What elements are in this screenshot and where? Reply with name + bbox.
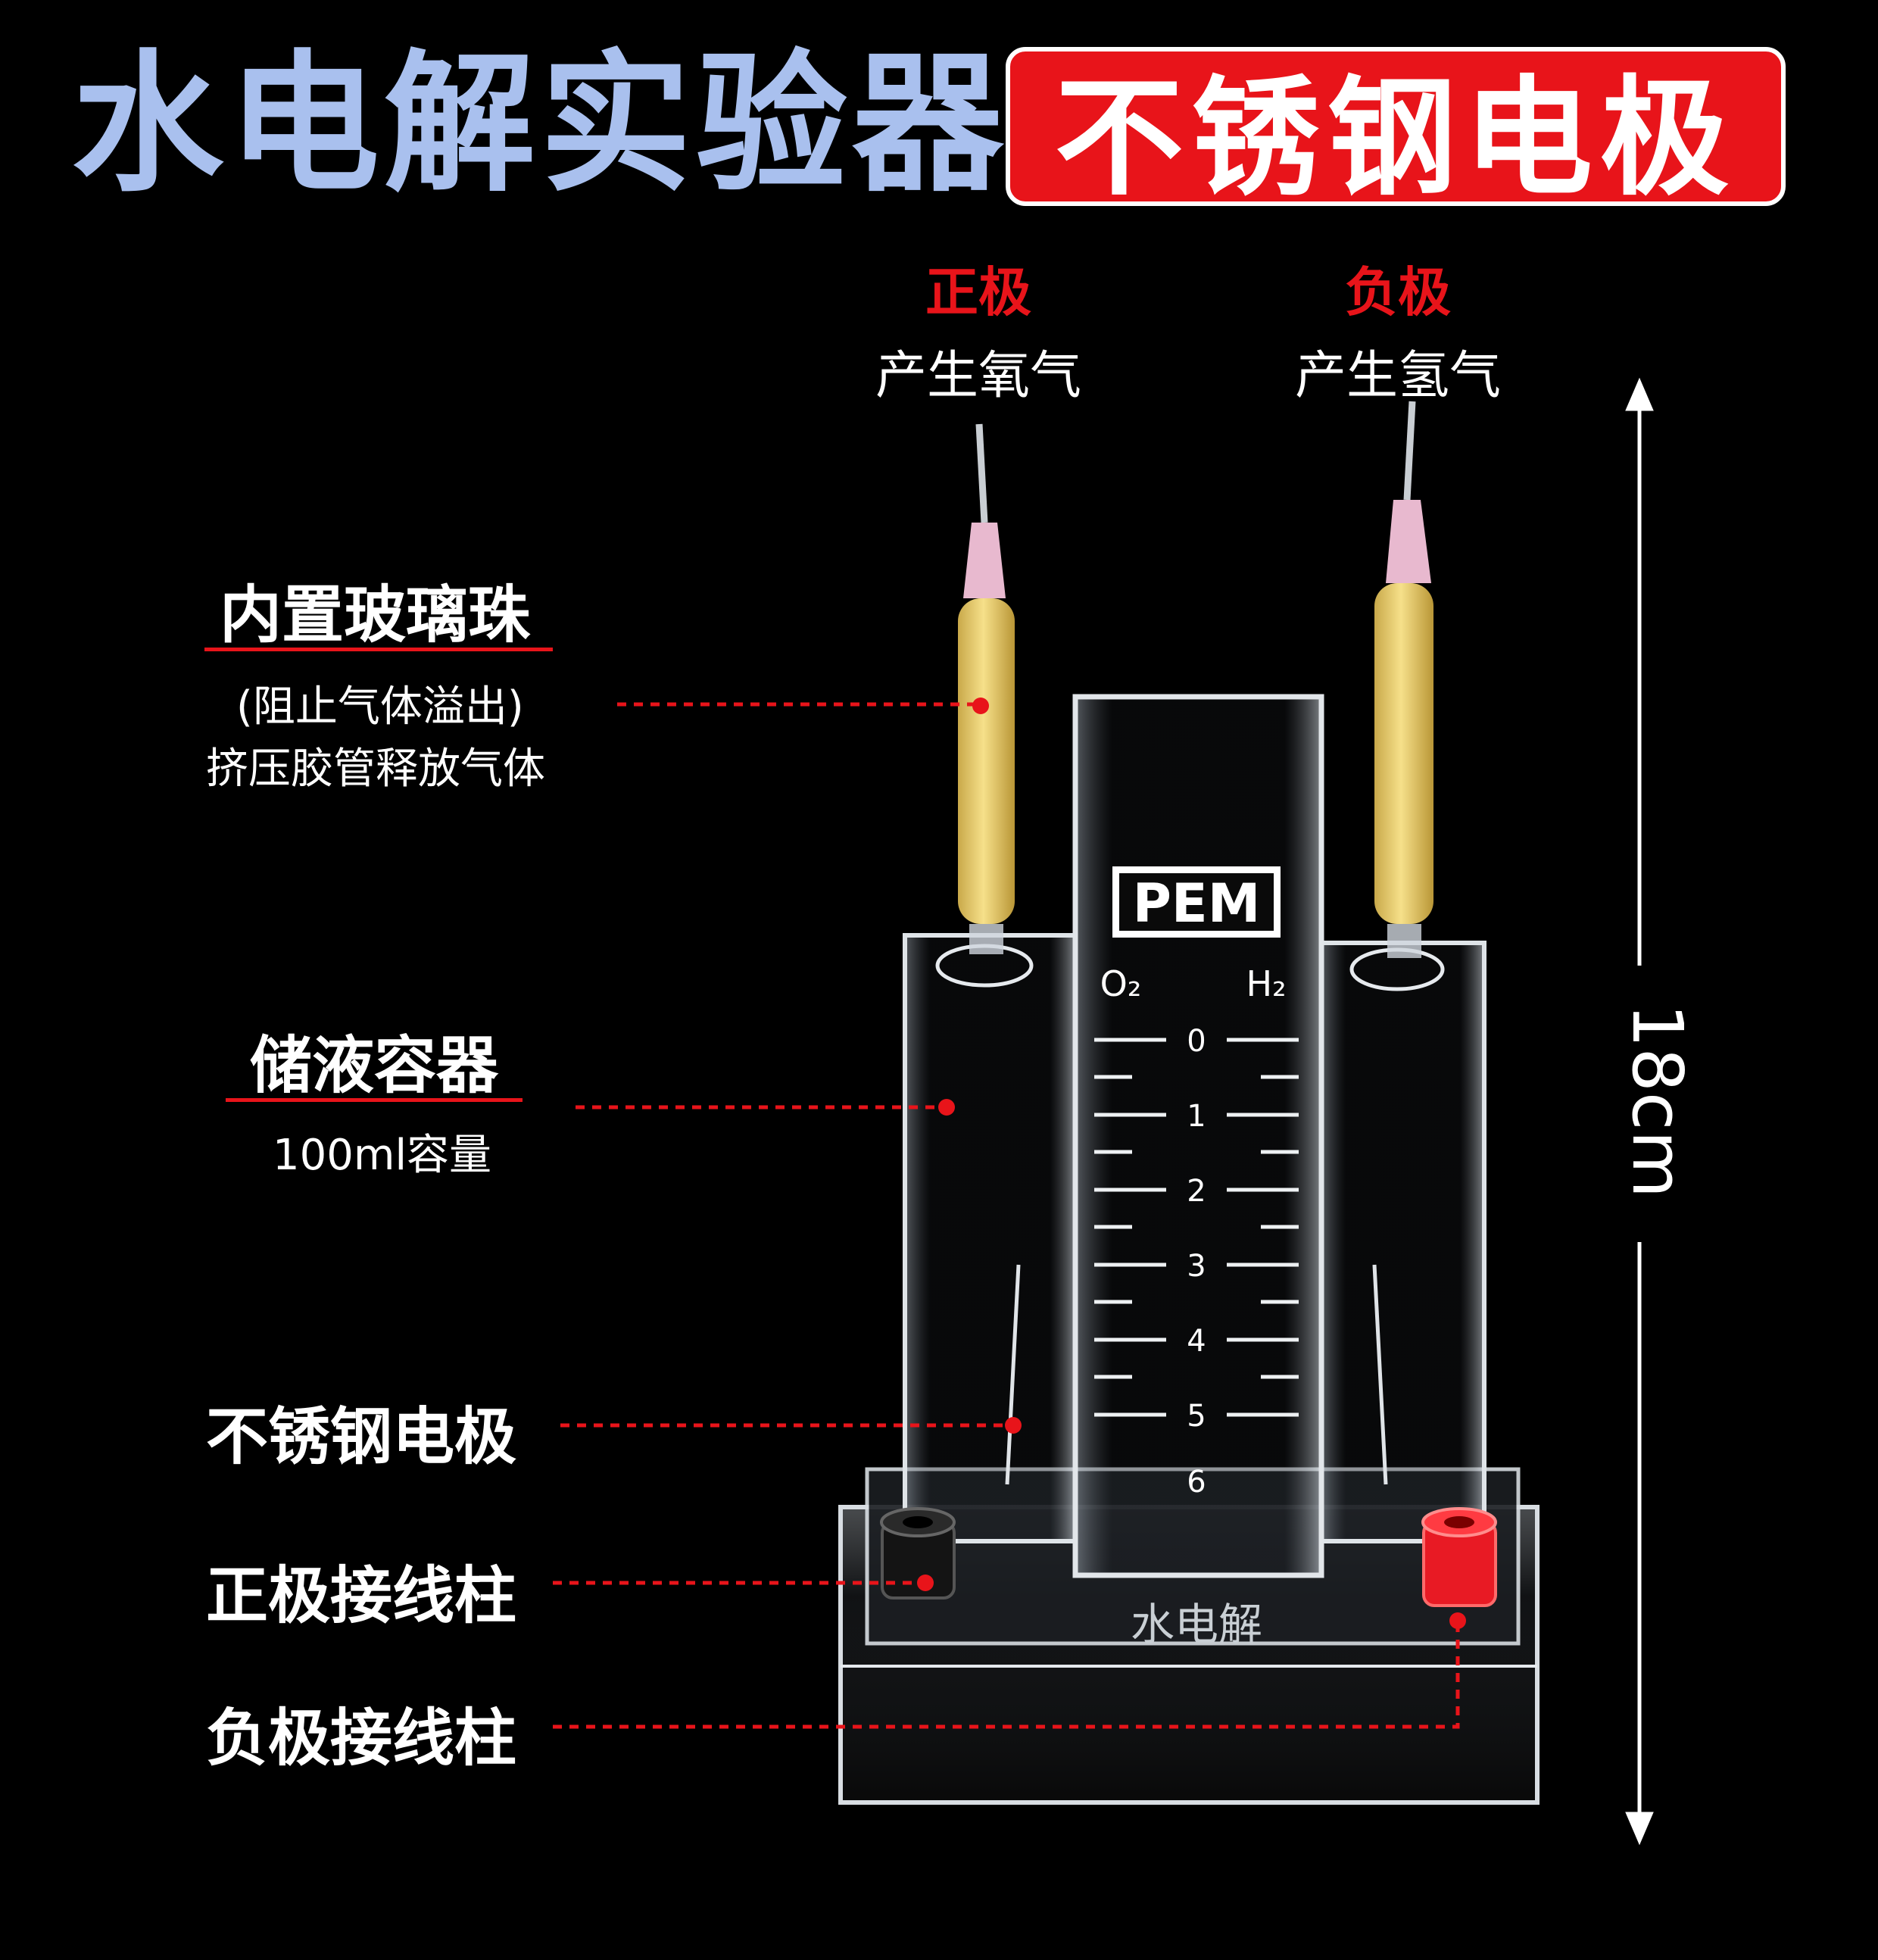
red-terminal-post	[1421, 1507, 1497, 1607]
scale-mark-0: 0	[1187, 1024, 1206, 1059]
positive-terminal-label: 正极接线柱	[206, 1560, 517, 1632]
electrode-label: 不锈钢电极	[206, 1401, 517, 1473]
electrode-dot	[1005, 1417, 1022, 1434]
page-title: 水电解实验器	[72, 36, 1009, 213]
negative-terminal-label: 负极接线柱	[206, 1703, 517, 1774]
glass-bead-sub1: (阻止气体溢出)	[236, 682, 524, 732]
reservoir-sub1: 100ml容量	[273, 1131, 491, 1180]
negative-gas-label: 产生氢气	[1294, 346, 1501, 406]
glass-bead-dot	[972, 698, 989, 714]
base-embossed-text: 水电解	[1131, 1599, 1262, 1650]
right-rubber-tube	[1374, 401, 1433, 958]
center-graduated-tube: PEM O₂ H₂ 0 1 2 3 4 5 6	[1072, 694, 1324, 1578]
scale-mark-6: 6	[1187, 1465, 1206, 1500]
right-electrode-wire	[1372, 1264, 1388, 1485]
left-rubber-tube	[958, 423, 1015, 954]
electrode-badge: 不锈钢电极	[1006, 47, 1786, 214]
negative-pole-label: 负极	[1345, 261, 1451, 323]
height-dimension-arrow	[1625, 377, 1654, 1846]
pem-label: PEM	[1133, 872, 1261, 935]
scale-mark-1: 1	[1187, 1099, 1206, 1134]
reservoir-dot	[938, 1099, 955, 1116]
negative-terminal-dot	[1449, 1612, 1466, 1629]
black-terminal-post	[880, 1507, 956, 1600]
badge-text: 不锈钢电极	[1054, 64, 1736, 214]
scale-mark-2: 2	[1187, 1174, 1206, 1209]
glass-bead-label: 内置玻璃珠	[220, 579, 531, 651]
scale-mark-5: 5	[1187, 1399, 1206, 1434]
scale-mark-3: 3	[1187, 1249, 1206, 1284]
reservoir-label: 储液容器	[250, 1030, 499, 1102]
h2-label: H₂	[1246, 963, 1286, 1004]
scale-mark-4: 4	[1187, 1324, 1206, 1359]
left-electrode-wire	[1005, 1264, 1021, 1485]
o2-label: O₂	[1100, 963, 1142, 1004]
glass-bead-underline	[204, 648, 553, 651]
reservoir-underline	[226, 1098, 523, 1102]
positive-pole-label: 正极	[925, 261, 1031, 323]
left-reservoir	[903, 933, 1078, 1543]
height-dimension-label: 18cm	[1617, 1003, 1699, 1199]
positive-gas-label: 产生氧气	[875, 346, 1081, 406]
right-reservoir	[1319, 941, 1486, 1543]
positive-terminal-dot	[917, 1575, 934, 1591]
negative-terminal-leader	[553, 1621, 1460, 1729]
glass-bead-sub2: 挤压胶管释放气体	[206, 744, 545, 794]
